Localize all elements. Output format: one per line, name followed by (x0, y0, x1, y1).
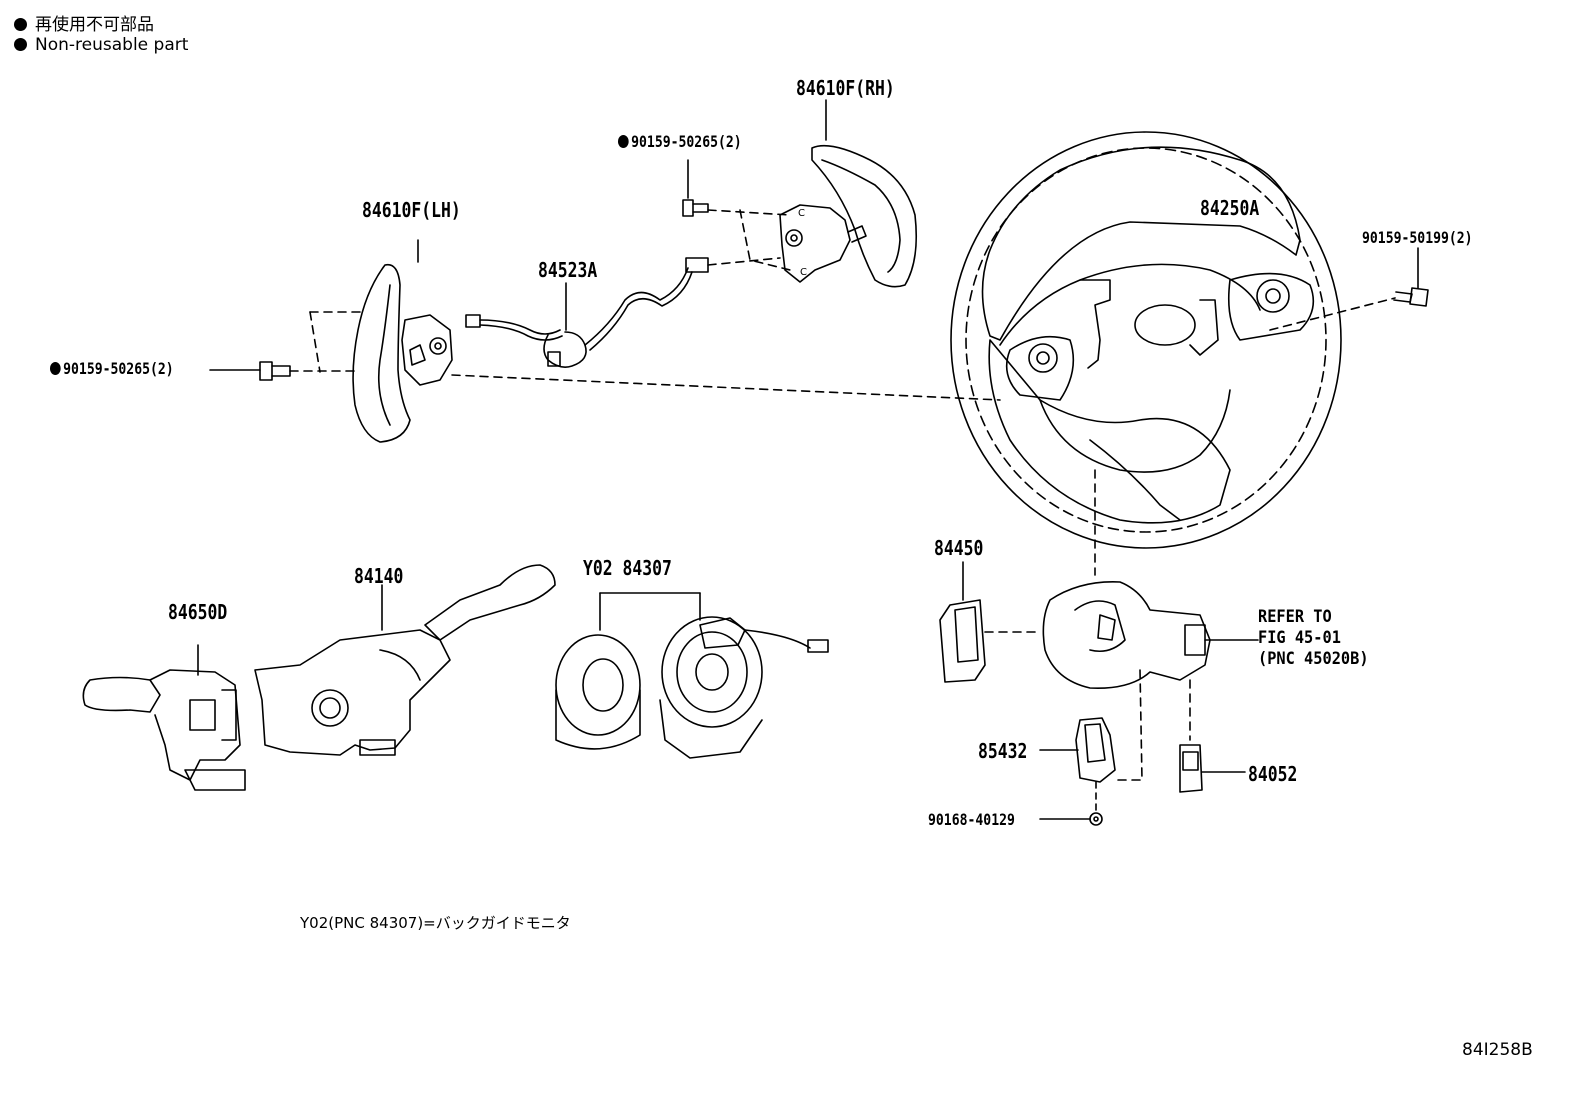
label-part-84052: 84052 (1248, 762, 1298, 786)
label-wire-harness: 84523A (538, 258, 598, 282)
label-spiral-cable: Y02 84307 (583, 556, 672, 580)
screw-left-icon (210, 362, 290, 380)
upper-assembly-guide-lines (290, 210, 1395, 575)
non-reusable-dot-icon (50, 362, 61, 375)
steering-lock-housing-drawing (1043, 582, 1258, 780)
wire-harness-drawing (466, 258, 708, 367)
legend-non-reusable-en: Non-reusable part (14, 35, 188, 55)
label-switch-84140: 84140 (354, 564, 404, 588)
label-bolt: 90168-40129 (928, 810, 1015, 829)
figure-id: 84I258B (1462, 1040, 1533, 1060)
steering-wheel-drawing (951, 132, 1341, 548)
svg-text:C: C (800, 267, 807, 278)
steering-wheel-guide-ring (966, 148, 1326, 532)
non-reusable-dot-icon (14, 18, 27, 31)
label-steering-wheel: 84250A (1200, 196, 1260, 220)
label-screw-left: 90159-50265(2) (50, 359, 174, 378)
sensor-84450-drawing (940, 562, 1040, 682)
screw-top-icon (683, 160, 708, 216)
label-bracket-85432: 85432 (978, 739, 1028, 763)
variant-note: Y02(PNC 84307)=バックガイドモニタ (300, 914, 571, 932)
label-switch-84650d: 84650D (168, 600, 228, 624)
label-sensor-84450: 84450 (934, 536, 984, 560)
paddle-lh-drawing (353, 240, 452, 442)
switch-84140-drawing (255, 565, 555, 755)
bolt-icon (1040, 813, 1102, 825)
label-screw-top: 90159-50265(2) (618, 132, 742, 151)
label-paddle-rh: 84610F(RH) (796, 76, 895, 100)
switch-84650d-drawing (83, 645, 245, 790)
svg-text:C: C (798, 208, 805, 219)
label-paddle-lh: 84610F(LH) (362, 198, 461, 222)
label-screw-right: 90159-50199(2) (1362, 228, 1473, 247)
bracket-85432-drawing (1040, 718, 1115, 810)
non-reusable-dot-icon (14, 38, 27, 51)
legend-non-reusable-jp: 再使用不可部品 (14, 10, 154, 35)
refer-to-note: REFER TO FIG 45-01 (PNC 45020B) (1258, 607, 1369, 669)
paddle-rh-drawing: C C (780, 100, 916, 287)
non-reusable-dot-icon (618, 135, 629, 148)
spiral-cable-drawing (556, 593, 828, 758)
screw-right-icon (1394, 248, 1428, 306)
part-84052-drawing (1180, 745, 1245, 792)
